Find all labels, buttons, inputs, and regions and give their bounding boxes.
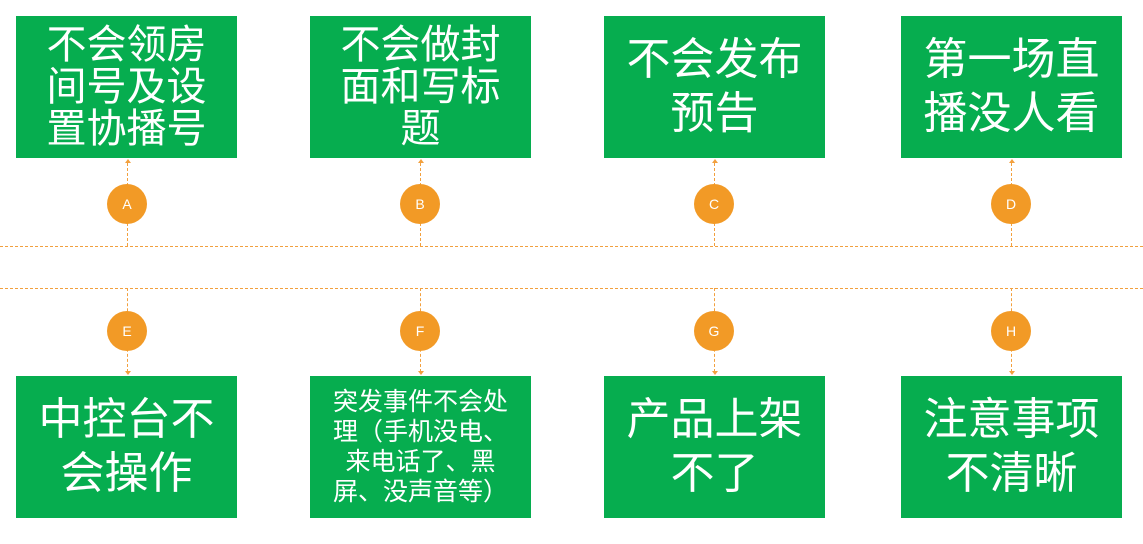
box-h: 注意事项 不清晰 bbox=[901, 376, 1122, 518]
arrow-h bbox=[1009, 371, 1015, 375]
arrow-g bbox=[712, 371, 718, 375]
badge-h: H bbox=[991, 311, 1031, 351]
arrow-c bbox=[712, 159, 718, 163]
lower-dashed-line bbox=[0, 288, 1143, 289]
arrow-d bbox=[1009, 159, 1015, 163]
badge-b: B bbox=[400, 184, 440, 224]
badge-c: C bbox=[694, 184, 734, 224]
arrow-f bbox=[418, 371, 424, 375]
badge-g: G bbox=[694, 311, 734, 351]
box-e: 中控台不 会操作 bbox=[16, 376, 237, 518]
upper-dashed-line bbox=[0, 246, 1143, 247]
badge-d: D bbox=[991, 184, 1031, 224]
badge-e: E bbox=[107, 311, 147, 351]
arrow-e bbox=[125, 371, 131, 375]
badge-a: A bbox=[107, 184, 147, 224]
badge-f: F bbox=[400, 311, 440, 351]
arrow-b bbox=[418, 159, 424, 163]
box-d: 第一场直 播没人看 bbox=[901, 16, 1122, 158]
box-c: 不会发布 预告 bbox=[604, 16, 825, 158]
box-a: 不会领房 间号及设 置协播号 bbox=[16, 16, 237, 158]
arrow-a bbox=[125, 159, 131, 163]
box-g: 产品上架 不了 bbox=[604, 376, 825, 518]
box-f: 突发事件不会处 理（手机没电、 来电话了、黑 屏、没声音等） bbox=[310, 376, 531, 518]
box-b: 不会做封 面和写标 题 bbox=[310, 16, 531, 158]
